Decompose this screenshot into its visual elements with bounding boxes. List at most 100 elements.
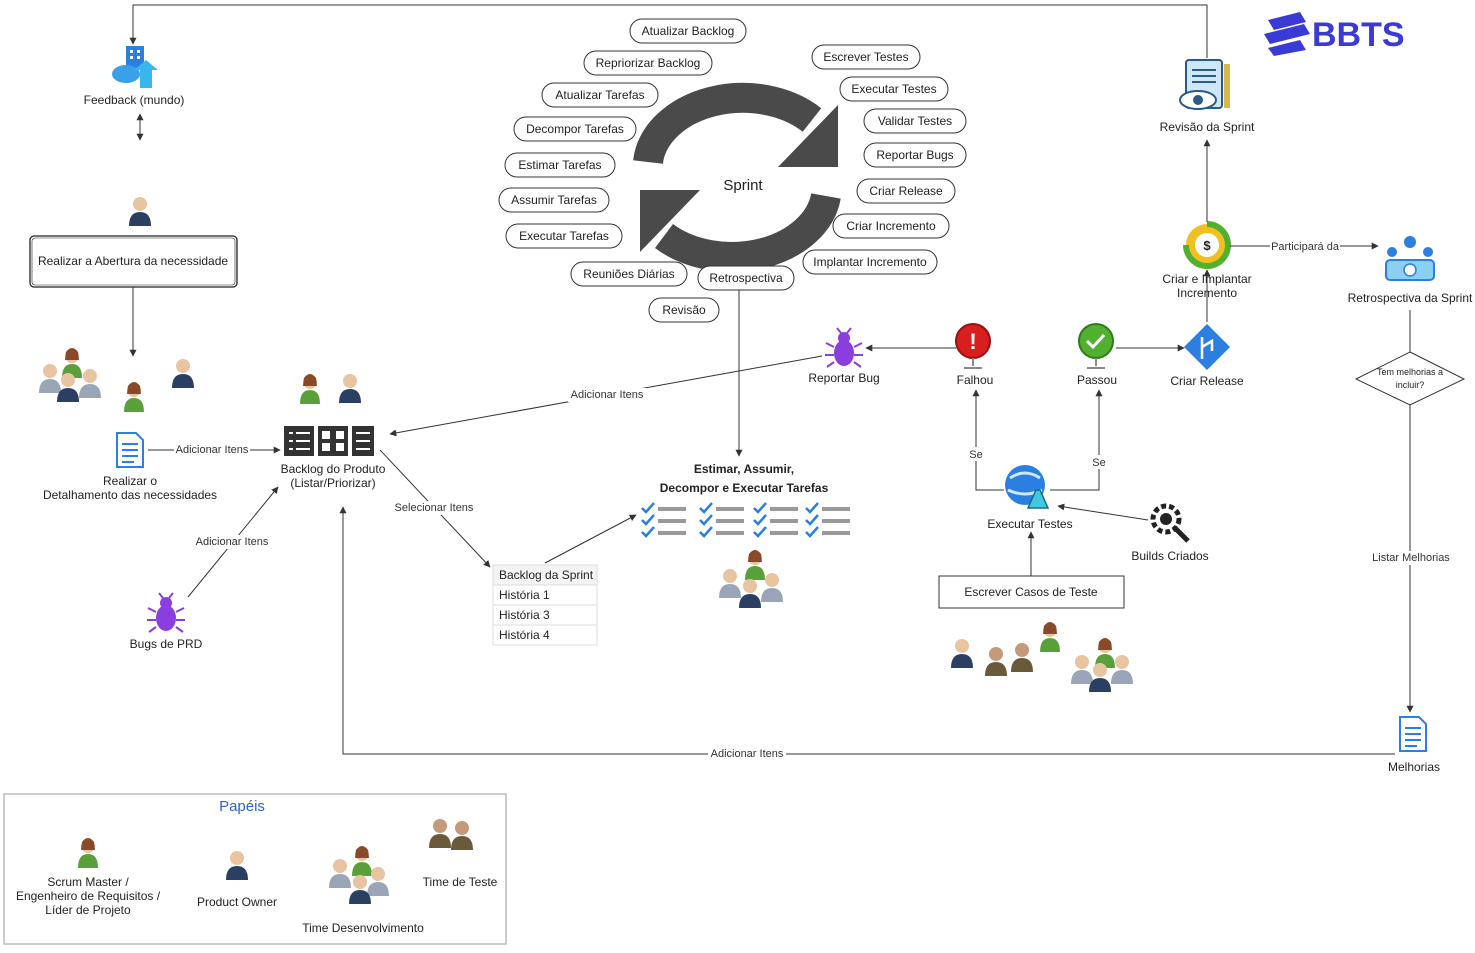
falhou-label: Falhou bbox=[957, 373, 994, 387]
edge-testes-passou bbox=[1050, 389, 1103, 491]
melhorias-doc-icon bbox=[1399, 716, 1427, 752]
sprint-left-pill-9: Retrospectiva bbox=[697, 265, 795, 291]
sprint-left-pill-label-8: Revisão bbox=[662, 303, 706, 317]
sprint-right-pill-label-2: Validar Testes bbox=[878, 114, 952, 128]
builds-label: Builds Criados bbox=[1131, 549, 1208, 563]
sprint-left-pill-label-3: Decompor Tarefas bbox=[526, 122, 624, 136]
backlog-produto-icon[interactable] bbox=[284, 374, 374, 456]
cloud-building-icon bbox=[112, 46, 158, 88]
abertura-box[interactable]: Realizar a Abertura da necessidade bbox=[29, 235, 238, 288]
edge-label-adicionar-1: Adicionar Itens bbox=[176, 444, 249, 456]
edge-testes-falhou bbox=[972, 389, 1004, 491]
sprint-right-pill-5: Criar Incremento bbox=[832, 213, 950, 239]
bbts-logo-text: BBTS bbox=[1312, 16, 1405, 54]
sprint-backlog-row bbox=[492, 624, 598, 646]
sprint-backlog-row-label: História 3 bbox=[499, 608, 550, 622]
pass-icon bbox=[1078, 323, 1114, 369]
sprint-left-pill-6: Executar Tarefas bbox=[505, 223, 623, 249]
sprint-backlog-row-label: História 1 bbox=[499, 588, 550, 602]
sprint-left-pill-label-1: Repriorizar Backlog bbox=[596, 56, 701, 70]
roles-title: Papéis bbox=[219, 798, 265, 815]
sprint-right-pill-0: Escrever Testes bbox=[811, 44, 921, 70]
bugs-prd-label: Bugs de PRD bbox=[130, 637, 203, 651]
role-scrum-master-label: Scrum Master /Engenheiro de Requisitos /… bbox=[16, 875, 161, 917]
edge-melhorias-backlog bbox=[339, 506, 1395, 755]
task-list-icons bbox=[641, 502, 850, 538]
role-product-owner-label: Product Owner bbox=[197, 895, 277, 909]
sprint-left-pill-3: Decompor Tarefas bbox=[513, 116, 637, 142]
executar-testes-label: Executar Testes bbox=[987, 517, 1072, 531]
sprint-right-pill-3: Reportar Bugs bbox=[863, 142, 967, 168]
reportar-bug-icon bbox=[824, 327, 864, 368]
sprint-right-pill-label-3: Reportar Bugs bbox=[876, 148, 953, 162]
roles-legend: Papéis Scrum Master /Engenheiro de Requi… bbox=[3, 793, 507, 945]
reportar-bug-label: Reportar Bug bbox=[808, 371, 879, 385]
sprint-left-pill-5: Assumir Tarefas bbox=[498, 187, 610, 213]
edge-label-adicionar-2: Adicionar Itens bbox=[196, 536, 269, 548]
builds-gear-icon bbox=[1150, 503, 1190, 543]
passou-label: Passou bbox=[1077, 373, 1117, 387]
sprint-center-label: Sprint bbox=[723, 177, 763, 194]
sprint-left-pill-label-0: Atualizar Backlog bbox=[642, 24, 735, 38]
sprint-left-pill-label-5: Assumir Tarefas bbox=[511, 193, 597, 207]
sprint-cycle-icon: Sprint bbox=[633, 82, 841, 272]
melhorias-label: Melhorias bbox=[1388, 760, 1440, 774]
edge-builds-testes bbox=[1057, 503, 1149, 521]
sprint-right-pill-label-5: Criar Incremento bbox=[846, 219, 936, 233]
dev-team-group bbox=[719, 550, 783, 608]
sprint-left-pill-label-2: Atualizar Tarefas bbox=[555, 88, 644, 102]
sprint-left-pill-8: Revisão bbox=[648, 297, 720, 323]
edge-label-adicionar-4: Adicionar Itens bbox=[711, 748, 784, 760]
product-owner-avatar bbox=[129, 197, 151, 226]
criar-release-label: Criar Release bbox=[1170, 374, 1244, 388]
edge-label-adicionar-3: Adicionar Itens bbox=[571, 389, 644, 401]
sprint-right-pill-6: Implantar Incremento bbox=[802, 249, 938, 275]
bbts-logo: BBTS bbox=[1264, 12, 1405, 56]
backlog-produto-label: Backlog do Produto(Listar/Priorizar) bbox=[281, 462, 386, 490]
sprint-left-pill-label-7: Reuniões Diárias bbox=[583, 267, 674, 281]
deploy-coin-icon: $ bbox=[1183, 221, 1231, 269]
fail-icon: ! bbox=[955, 323, 991, 369]
sprint-right-pill-label-4: Criar Release bbox=[869, 184, 943, 198]
sprint-left-pill-2: Atualizar Tarefas bbox=[541, 82, 659, 108]
test-execution-icon bbox=[1005, 465, 1050, 509]
sprint-right-pill-label-1: Executar Testes bbox=[851, 82, 936, 96]
sprint-left-pill-label-6: Executar Tarefas bbox=[519, 229, 609, 243]
role-time-dev-label: Time Desenvolvimento bbox=[302, 921, 424, 935]
escrever-casos-label: Escrever Casos de Teste bbox=[964, 585, 1097, 599]
edge-label-se-2: Se bbox=[1092, 457, 1105, 469]
edge-label-listar: Listar Melhorias bbox=[1372, 552, 1450, 564]
role-time-teste-label: Time de Teste bbox=[423, 875, 498, 889]
revisao-sprint-label: Revisão da Sprint bbox=[1160, 120, 1255, 134]
sprint-right-pill-1: Executar Testes bbox=[839, 76, 949, 102]
document-icon bbox=[116, 432, 144, 468]
sprint-backlog-row-label: História 4 bbox=[499, 628, 550, 642]
svg-text:$: $ bbox=[1203, 238, 1211, 253]
sprint-left-pill-4: Estimar Tarefas bbox=[504, 152, 616, 178]
decision-diamond bbox=[1354, 351, 1466, 406]
sprint-left-pill-label-9: Retrospectiva bbox=[709, 271, 783, 285]
edge-label-selecionar: Selecionar Itens bbox=[395, 502, 474, 514]
release-icon bbox=[1184, 324, 1230, 370]
retrospectiva-sprint-label: Retrospectiva da Sprint bbox=[1348, 291, 1473, 305]
retrospective-meeting-icon bbox=[1385, 236, 1435, 281]
test-team-group bbox=[951, 622, 1133, 692]
svg-text:!: ! bbox=[969, 329, 976, 354]
sprint-right-pill-label-0: Escrever Testes bbox=[823, 50, 908, 64]
bug-prd-icon bbox=[146, 592, 186, 633]
sprint-right-pill-2: Validar Testes bbox=[863, 108, 967, 134]
sprint-right-pill-4: Criar Release bbox=[856, 178, 956, 204]
edge-label-se-1: Se bbox=[969, 449, 982, 461]
escrever-casos-box[interactable]: Escrever Casos de Teste bbox=[938, 575, 1125, 609]
estimar-label: Estimar, Assumir,Decompor e Executar Tar… bbox=[660, 462, 829, 495]
sprint-right-pill-label-6: Implantar Incremento bbox=[813, 255, 927, 269]
team-group-left bbox=[39, 348, 194, 412]
edge-sprintbacklog-estimar bbox=[544, 514, 637, 564]
abertura-label: Realizar a Abertura da necessidade bbox=[38, 254, 228, 268]
